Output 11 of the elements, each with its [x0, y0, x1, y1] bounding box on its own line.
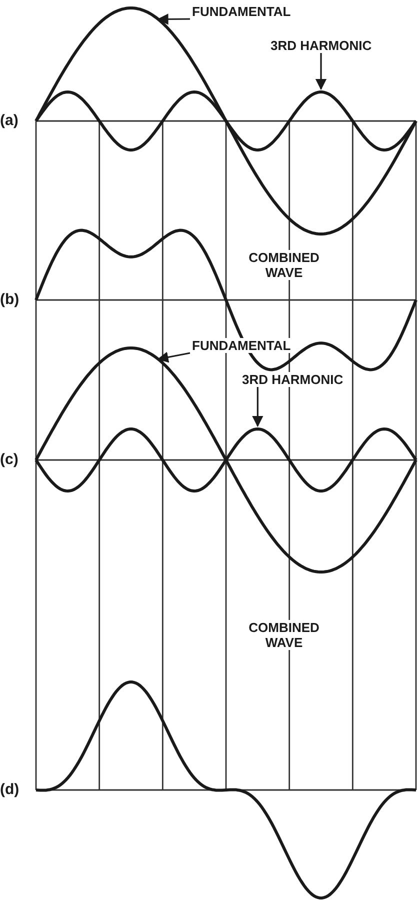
curve-label: FUNDAMENTAL — [190, 338, 293, 353]
panel-label: (b) — [0, 291, 20, 309]
curve-label: FUNDAMENTAL — [190, 4, 293, 19]
panel-label: (c) — [0, 451, 18, 469]
leader-line — [315, 53, 327, 90]
sine-wave — [34, 6, 418, 236]
leader-line — [252, 387, 264, 428]
panel-label: (a) — [0, 112, 18, 130]
panel-label: (d) — [0, 781, 20, 799]
leader-line — [157, 14, 190, 25]
leader-line — [157, 352, 190, 363]
